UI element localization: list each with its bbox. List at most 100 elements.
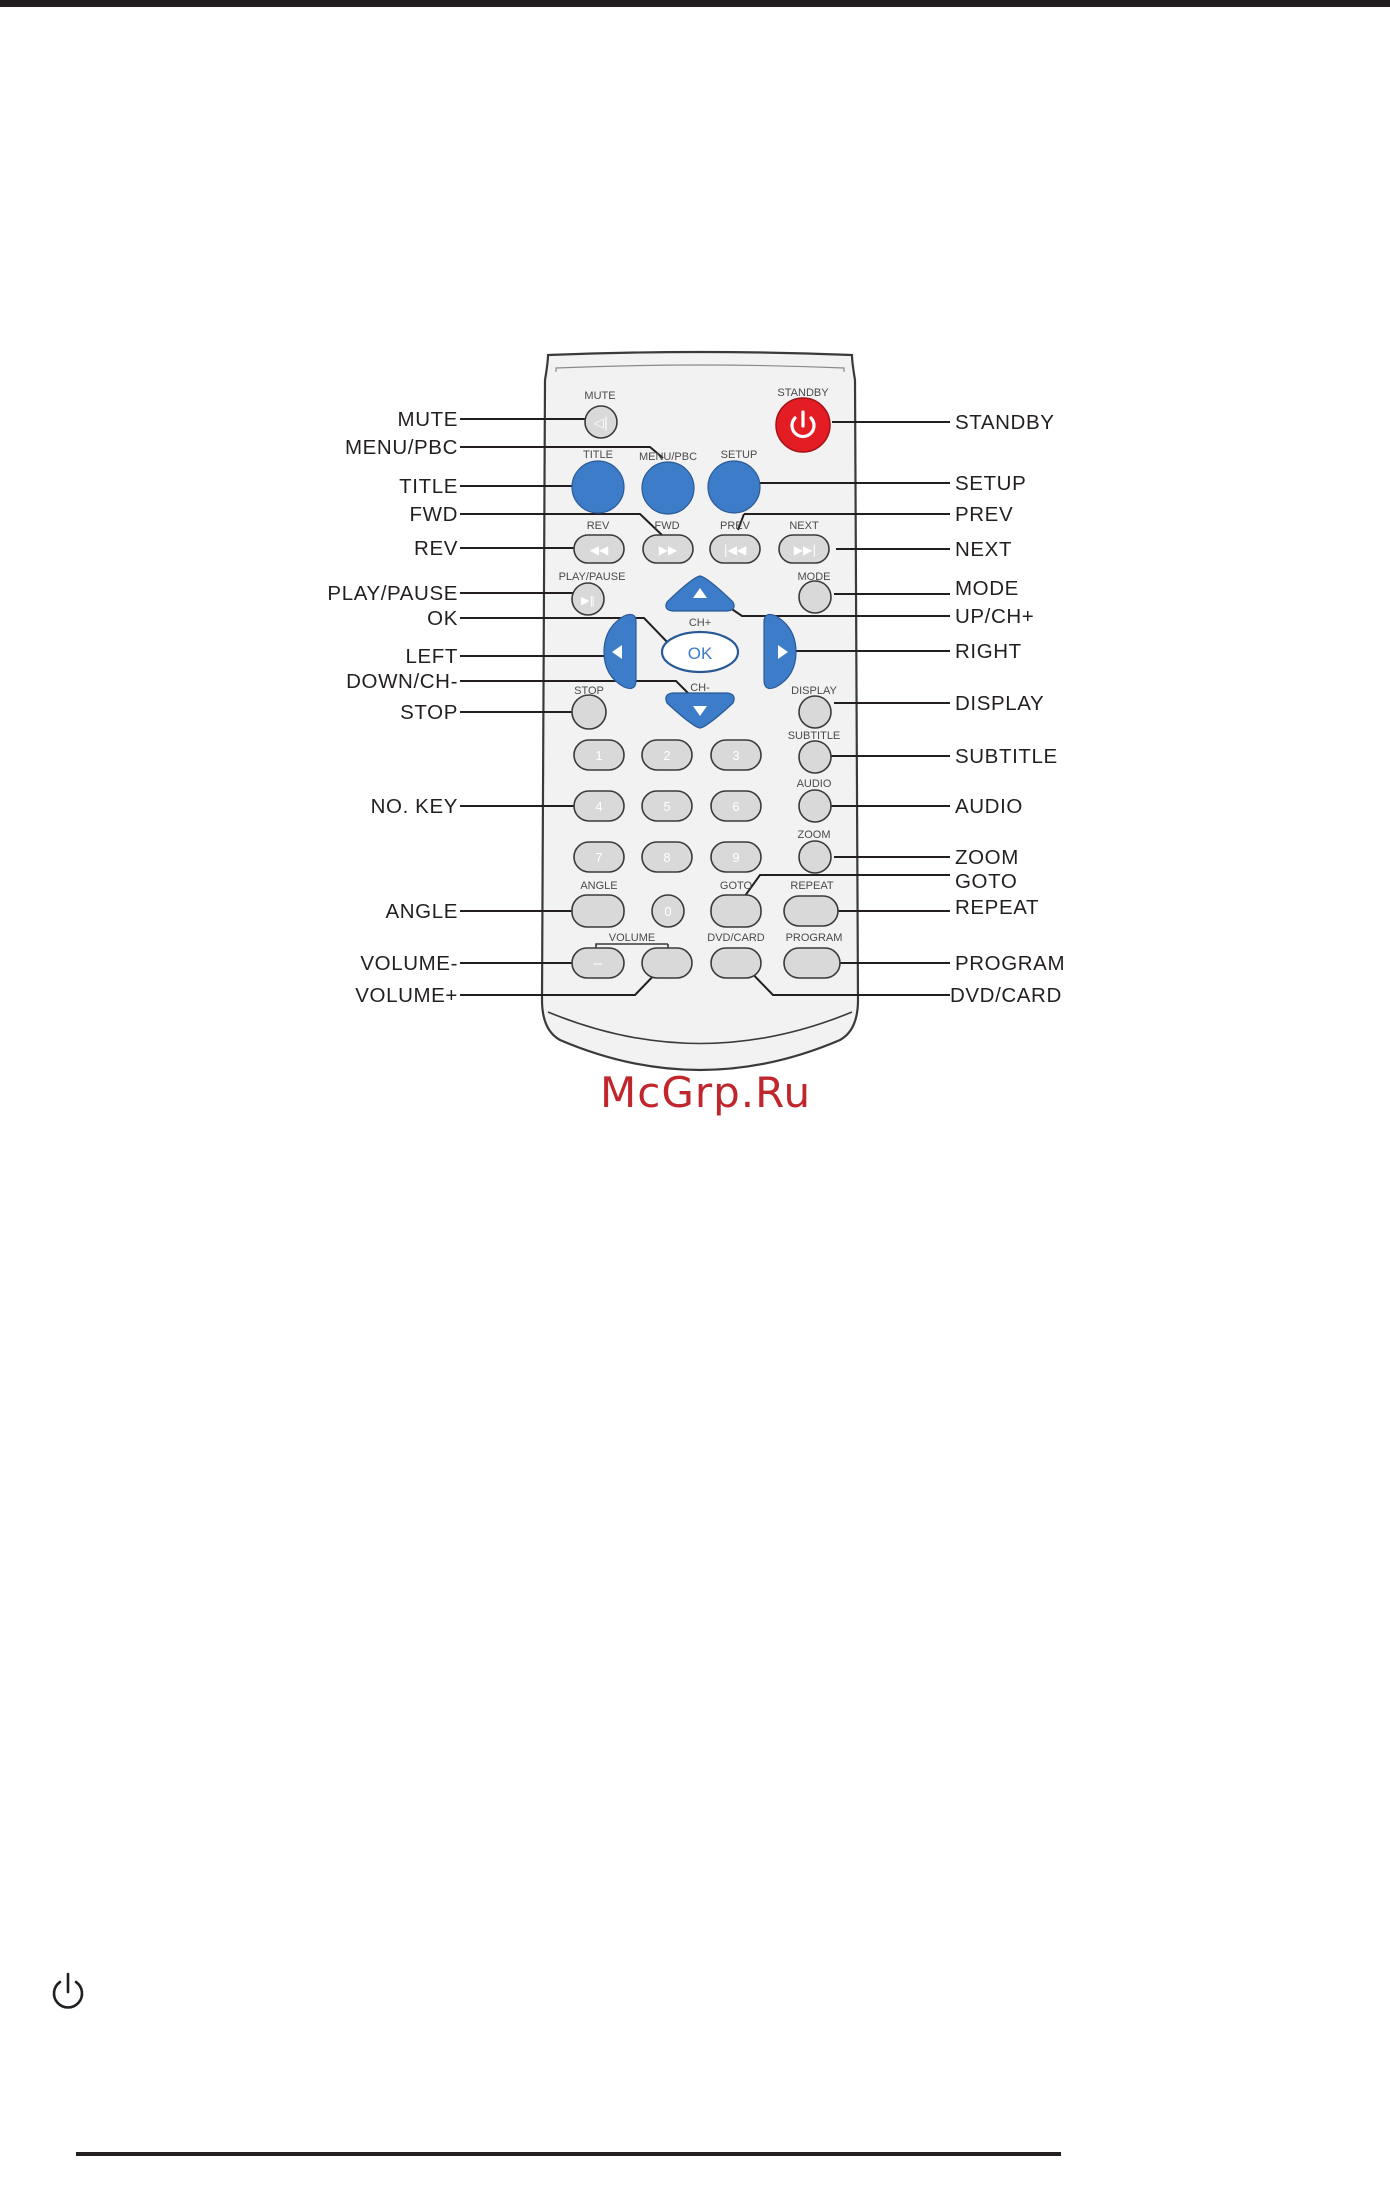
callout-right: RIGHT [955, 640, 1022, 663]
callout-zoom: ZOOM [955, 846, 1019, 869]
digit-6-label: 6 [732, 799, 739, 814]
display-button [798, 695, 832, 729]
next-label: NEXT [789, 520, 819, 532]
remote-inner-edge [555, 364, 845, 372]
callouts-left: MUTE MENU/PBC TITLE FWD REV PLAY/PAUSE O… [327, 408, 459, 1007]
callout-ok: OK [427, 607, 458, 630]
title-label: TITLE [583, 449, 613, 461]
title-button [571, 460, 625, 514]
dvd-card-button [710, 947, 762, 979]
digit-3-label: 3 [732, 748, 739, 763]
goto-label: GOTO [720, 880, 753, 892]
ok-label: OK [688, 644, 713, 663]
watermark: McGrp.Ru [600, 1068, 812, 1117]
callout-menu-pbc: MENU/PBC [345, 436, 458, 459]
volume-plus-button [641, 947, 693, 979]
next-icon: ▶▶| [794, 543, 817, 557]
remote-bottom-curve [547, 1011, 853, 1045]
goto-button [710, 894, 762, 928]
callout-program: PROGRAM [955, 952, 1065, 975]
prev-icon: |◀◀ [724, 543, 747, 557]
callout-fwd: FWD [410, 503, 458, 526]
volume-label: VOLUME [609, 932, 655, 944]
digit-8-button [641, 841, 693, 873]
mode-label: MODE [798, 571, 831, 583]
volume-minus-icon: − [593, 957, 604, 972]
callout-no-key: NO. KEY [371, 795, 458, 818]
repeat-button [783, 895, 839, 927]
stop-label: STOP [574, 685, 604, 697]
down-arrow-icon [693, 706, 707, 716]
zoom-label: ZOOM [798, 829, 831, 841]
callout-angle: ANGLE [386, 900, 459, 923]
digit-7-label: 7 [595, 850, 602, 865]
standby-label: STANDBY [777, 387, 829, 399]
callout-up-ch: UP/CH+ [955, 605, 1034, 628]
fwd-label: FWD [654, 520, 679, 532]
top-rule [0, 0, 1390, 7]
digit-8-label: 8 [663, 850, 670, 865]
callout-subtitle: SUBTITLE [955, 745, 1058, 768]
mute-button [584, 405, 618, 439]
callout-next: NEXT [955, 538, 1012, 561]
callout-repeat: REPEAT [955, 896, 1039, 919]
volume-minus-button [571, 947, 625, 979]
menu-pbc-label: MENU/PBC [639, 451, 697, 463]
left-arrow-icon [612, 645, 622, 659]
angle-label: ANGLE [580, 880, 617, 892]
callout-goto: GOTO [955, 870, 1017, 893]
mute-icon: ◁| [594, 416, 608, 431]
rev-label: REV [587, 520, 610, 532]
digit-3-button [710, 739, 762, 771]
digit-4-button [573, 790, 625, 822]
ch-plus-label: CH+ [689, 617, 711, 629]
next-button [778, 534, 830, 564]
callout-rev: REV [414, 537, 458, 560]
callout-mute: MUTE [398, 408, 458, 431]
zoom-button [798, 840, 832, 874]
prev-label: PREV [720, 520, 751, 532]
callout-left: LEFT [405, 645, 458, 668]
audio-label: AUDIO [797, 778, 832, 790]
prev-button [709, 534, 761, 564]
digit-9-button [710, 841, 762, 873]
callout-setup: SETUP [955, 472, 1026, 495]
mute-label: MUTE [584, 390, 615, 402]
callout-display: DISPLAY [955, 692, 1044, 715]
power-icon [52, 1972, 84, 2009]
rev-icon: ◀◀ [590, 543, 609, 557]
digit-1-label: 1 [595, 748, 602, 763]
audio-button [798, 789, 832, 823]
digit-4-label: 4 [595, 799, 602, 814]
dvd-card-label: DVD/CARD [707, 932, 765, 944]
callout-title: TITLE [399, 475, 458, 498]
callout-play-pause: PLAY/PAUSE [327, 582, 458, 605]
fwd-icon: ▶▶ [659, 543, 678, 557]
digit-0-button [651, 894, 685, 928]
mode-button [798, 580, 832, 614]
callout-standby: STANDBY [955, 411, 1055, 434]
repeat-label: REPEAT [790, 880, 833, 892]
digit-5-button [641, 790, 693, 822]
angle-button [571, 894, 625, 928]
digit-2-label: 2 [663, 748, 670, 763]
callouts-right: STANDBY SETUP PREV NEXT MODE UP/CH+ RIGH… [950, 411, 1065, 1007]
play-pause-icon: ▶‖ [581, 594, 595, 607]
play-pause-label: PLAY/PAUSE [559, 571, 626, 583]
digit-6-button [710, 790, 762, 822]
callout-dvd-card: DVD/CARD [950, 984, 1062, 1007]
up-arrow-icon [693, 588, 707, 598]
right-arrow-icon [778, 645, 788, 659]
ok-button [660, 630, 740, 674]
callout-mode: MODE [955, 577, 1019, 600]
bottom-rule [76, 2152, 1061, 2156]
callout-volume-minus: VOLUME- [360, 952, 458, 975]
digit-9-label: 9 [732, 850, 739, 865]
standby-power-icon [790, 410, 816, 439]
callout-volume-plus: VOLUME+ [355, 984, 458, 1007]
digit-5-label: 5 [663, 799, 670, 814]
setup-label: SETUP [721, 449, 758, 461]
callout-down-ch: DOWN/CH- [346, 670, 458, 693]
callout-prev: PREV [955, 503, 1013, 526]
